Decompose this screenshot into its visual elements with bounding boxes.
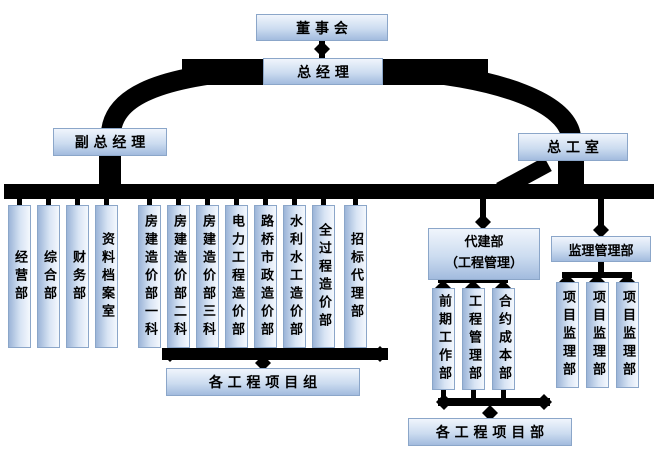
agent-construction-dept-title: 代建部 (464, 235, 504, 251)
deputy-gm-box: 副 总 经 理 (53, 128, 167, 156)
dept-label: 财务部 (70, 249, 85, 304)
agent-child-label: 工程管理部 (466, 294, 481, 384)
agent-child-box-contract-cost: 合约成本部 (492, 288, 515, 390)
supervision-management-dept-label: 监理管理部 (568, 243, 634, 259)
agent-child-box-engineering: 工程管理部 (462, 288, 485, 390)
dept-box-finance: 财务部 (66, 205, 89, 348)
dept-box-bidding-agency: 招标代理部 (344, 205, 367, 348)
agent-child-box-preliminary: 前期工作部 (432, 288, 455, 390)
chief-engineer-office-box: 总 工 室 (518, 133, 628, 161)
general-manager-box: 总 经 理 (263, 58, 383, 85)
dept-box-general: 综合部 (37, 205, 60, 348)
agent-construction-dept-subtitle: （工程管理） (444, 256, 523, 271)
dept-label: 经营部 (12, 249, 27, 304)
deputy-gm-label: 副 总 经 理 (74, 135, 146, 151)
dept-label: 招标代理部 (348, 231, 363, 322)
dept-box-power-cost: 电力工程造价部 (225, 205, 248, 348)
dept-box-operations: 经营部 (8, 205, 31, 348)
dept-label: 水利水工造价部 (287, 213, 302, 340)
supervision-child-box-2: 项目监理部 (586, 282, 609, 388)
agent-child-label: 前期工作部 (436, 294, 451, 384)
board-box: 董 事 会 (256, 14, 388, 41)
dept-label: 全过程造价部 (316, 222, 331, 331)
supervision-child-label: 项目监理部 (620, 290, 635, 380)
dept-box-building-cost-3: 房建造价部三科 (196, 205, 219, 348)
project-groups-box: 各 工 程 项 目 组 (166, 368, 360, 396)
supervision-child-label: 项目监理部 (590, 290, 605, 380)
dept-box-building-cost-1: 房建造价部一科 (138, 205, 161, 348)
project-group-connector (162, 346, 388, 371)
supervision-child-box-1: 项目监理部 (556, 282, 579, 388)
dept-box-archives: 资料档案室 (95, 205, 118, 348)
dept-label: 房建造价部二科 (171, 213, 186, 340)
project-groups-label: 各 工 程 项 目 组 (208, 375, 318, 391)
project-departments-label: 各 工 程 项 目 部 (435, 425, 545, 441)
agent-child-label: 合约成本部 (496, 294, 511, 384)
dept-box-whole-process-cost: 全过程造价部 (312, 205, 335, 348)
dept-label: 路桥市政造价部 (258, 213, 273, 340)
dept-box-building-cost-2: 房建造价部二科 (167, 205, 190, 348)
project-departments-box: 各 工 程 项 目 部 (408, 418, 572, 446)
supervision-child-box-3: 项目监理部 (616, 282, 639, 388)
dept-label: 房建造价部一科 (142, 213, 157, 340)
dept-label: 综合部 (41, 249, 56, 304)
dept-box-water-cost: 水利水工造价部 (283, 205, 306, 348)
dept-label: 资料档案室 (99, 231, 114, 322)
project-dept-connector (436, 390, 552, 421)
chief-engineer-office-label: 总 工 室 (547, 140, 599, 156)
board-to-gm-connector (314, 38, 330, 60)
main-bus-line (4, 184, 654, 207)
board-label: 董 事 会 (296, 20, 348, 37)
general-manager-label: 总 经 理 (297, 64, 349, 81)
dept-box-road-bridge-cost: 路桥市政造价部 (254, 205, 277, 348)
dept-label: 房建造价部三科 (200, 213, 215, 340)
supervision-dept-drop-connector (593, 198, 609, 238)
agent-construction-dept-box: 代建部 （工程管理） (428, 228, 540, 280)
dept-label: 电力工程造价部 (229, 213, 244, 340)
agent-dept-drop-connector (475, 198, 491, 230)
deputy-gm-drop-connector (99, 152, 121, 188)
supervision-management-dept-box: 监理管理部 (551, 236, 651, 262)
supervision-child-label: 项目监理部 (560, 290, 575, 380)
